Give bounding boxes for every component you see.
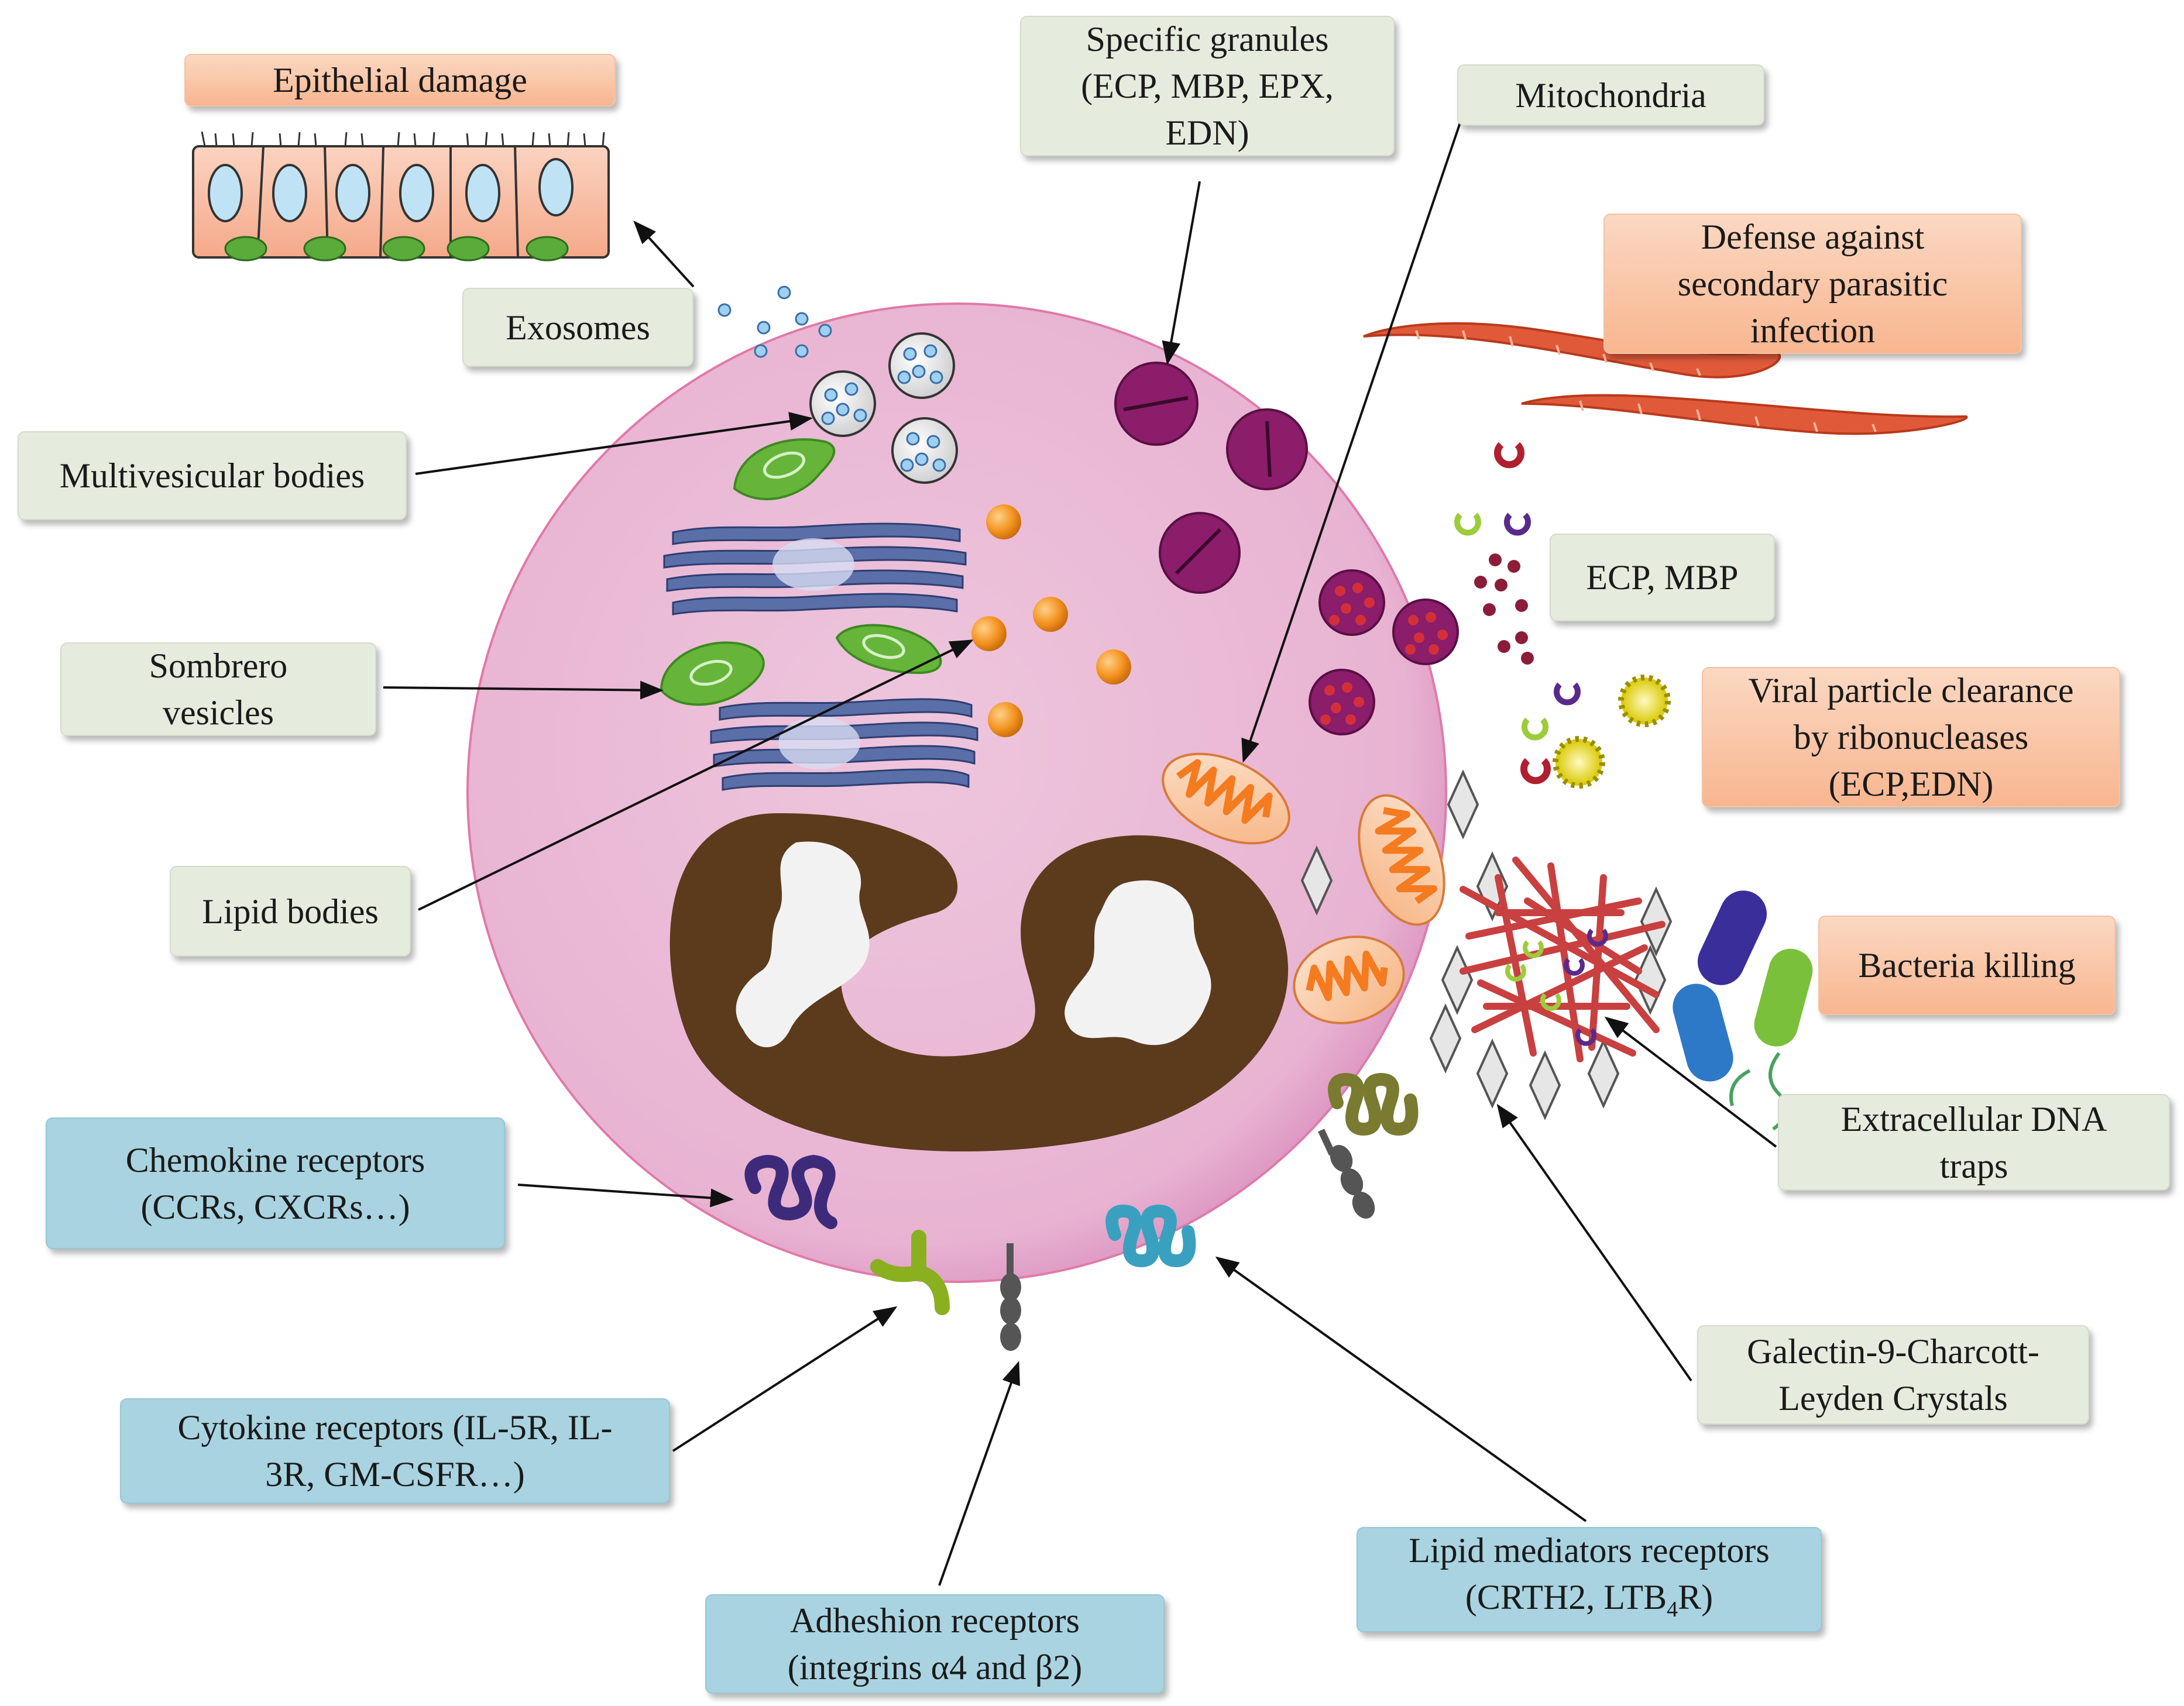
- viral-particles: [1553, 675, 1671, 789]
- label-lipid-mediators-line-2: (CRTH2, LTB4R): [1465, 1574, 1713, 1633]
- label-chemokine-line-1: Chemokine receptors: [125, 1140, 425, 1179]
- epithelium: [192, 131, 610, 262]
- label-ecp-mbp: ECP, MBP: [1550, 534, 1775, 621]
- label-viral-clearance: Viral particle clearance by ribonuclease…: [1702, 667, 2120, 807]
- label-specific-granules-line-2: (ECP, MBP, EPX,: [1081, 67, 1334, 105]
- golgi-apparatus: [663, 522, 978, 791]
- label-defense-line-1: Defense against: [1701, 218, 1925, 256]
- label-exosomes: Exosomes: [462, 288, 693, 367]
- label-sombrero-line-1: Sombrero: [149, 646, 288, 685]
- label-epithelial-damage: Epithelial damage: [184, 54, 616, 106]
- label-lipid-mediators-receptors: Lipid mediators receptors (CRTH2, LTB4R): [1357, 1527, 1822, 1632]
- label-defense-line-2: secondary parasitic: [1677, 264, 1948, 303]
- mitochondria: [1162, 752, 1445, 1024]
- sombrero-vesicles: [660, 438, 942, 706]
- label-specific-granules-line-1: Specific granules: [1086, 20, 1329, 59]
- label-dna-traps-line-2: traps: [1939, 1146, 2008, 1185]
- label-specific-granules: Specific granules (ECP, MBP, EPX, EDN): [1020, 16, 1395, 156]
- label-dna-traps-line-1: Extracellular DNA: [1840, 1099, 2107, 1139]
- lipid-mediators-pre: (CRTH2, LTB: [1465, 1577, 1667, 1616]
- adhesion-receptor: [1000, 1243, 1021, 1351]
- trap-proteins: [1505, 928, 1608, 1046]
- label-sombrero-line-2: vesicles: [163, 693, 274, 732]
- bacteria: [1673, 890, 1813, 1131]
- chemokine-receptor: [744, 1154, 837, 1229]
- parasite-worms: [1363, 322, 1968, 435]
- label-bacteria-killing: Bacteria killing: [1818, 916, 2116, 1015]
- label-lipid-mediators-line-1: Lipid mediators receptors: [1409, 1530, 1770, 1570]
- label-cytokine-line-1: Cytokine receptors (IL-5R, IL-: [177, 1408, 613, 1447]
- label-viral-line-3: (ECP,EDN): [1828, 765, 1994, 803]
- label-galectin-line-2: Leyden Crystals: [1778, 1379, 2008, 1418]
- label-defense: Defense against secondary parasitic infe…: [1603, 214, 2022, 354]
- label-chemokine-receptors: Chemokine receptors (CCRs, CXCRs…): [46, 1117, 505, 1249]
- nucleus-chromatin-left: [736, 841, 870, 1047]
- label-galectin: Galectin-9-Charcott- Leyden Crystals: [1697, 1325, 2089, 1425]
- nucleus-chromatin-right: [1064, 880, 1211, 1045]
- label-cytokine-line-2: 3R, GM-CSFR…): [265, 1455, 525, 1494]
- released-proteins: [1454, 442, 1581, 785]
- label-mitochondria: Mitochondria: [1457, 64, 1764, 126]
- label-defense-line-3: infection: [1750, 311, 1876, 350]
- exosomes: [717, 286, 832, 358]
- cytokine-receptor: [870, 1230, 950, 1315]
- label-sombrero-vesicles: Sombrero vesicles: [60, 642, 376, 736]
- specific-granules: [1114, 362, 1459, 735]
- label-lipid-bodies: Lipid bodies: [170, 866, 411, 957]
- pointer-arrows: [383, 122, 1777, 1586]
- label-extracellular-dna-traps: Extracellular DNA traps: [1778, 1094, 2170, 1191]
- secondary-adhesion-receptor: [1318, 1129, 1375, 1219]
- dotted-granules: [1309, 569, 1459, 735]
- lipid-mediators-sub: 4: [1667, 1597, 1678, 1622]
- galectin-receptor: [1328, 1072, 1419, 1136]
- multivesicular-bodies: [809, 332, 958, 484]
- lipid-bodies: [971, 504, 1131, 737]
- label-cytokine-receptors: Cytokine receptors (IL-5R, IL- 3R, GM-CS…: [120, 1398, 670, 1504]
- label-viral-line-1: Viral particle clearance: [1748, 671, 2074, 710]
- label-viral-line-2: by ribonucleases: [1793, 718, 2029, 756]
- charcot-leyden-crystals: [1300, 769, 1673, 1120]
- lipid-mediators-post: R): [1678, 1577, 1713, 1616]
- label-chemokine-line-2: (CCRs, CXCRs…): [140, 1187, 410, 1226]
- label-adhesion-line-2: (integrins α4 and β2): [787, 1648, 1083, 1687]
- label-galectin-line-1: Galectin-9-Charcott-: [1747, 1332, 2039, 1371]
- lipid-mediator-receptor: [1105, 1204, 1196, 1268]
- label-specific-granules-line-3: EDN): [1165, 113, 1249, 152]
- label-adhesion-line-1: Adheshion receptors: [790, 1601, 1080, 1640]
- label-multivesicular-bodies: Multivesicular bodies: [18, 431, 407, 520]
- label-adhesion-receptors: Adheshion receptors (integrins α4 and β2…: [705, 1594, 1165, 1694]
